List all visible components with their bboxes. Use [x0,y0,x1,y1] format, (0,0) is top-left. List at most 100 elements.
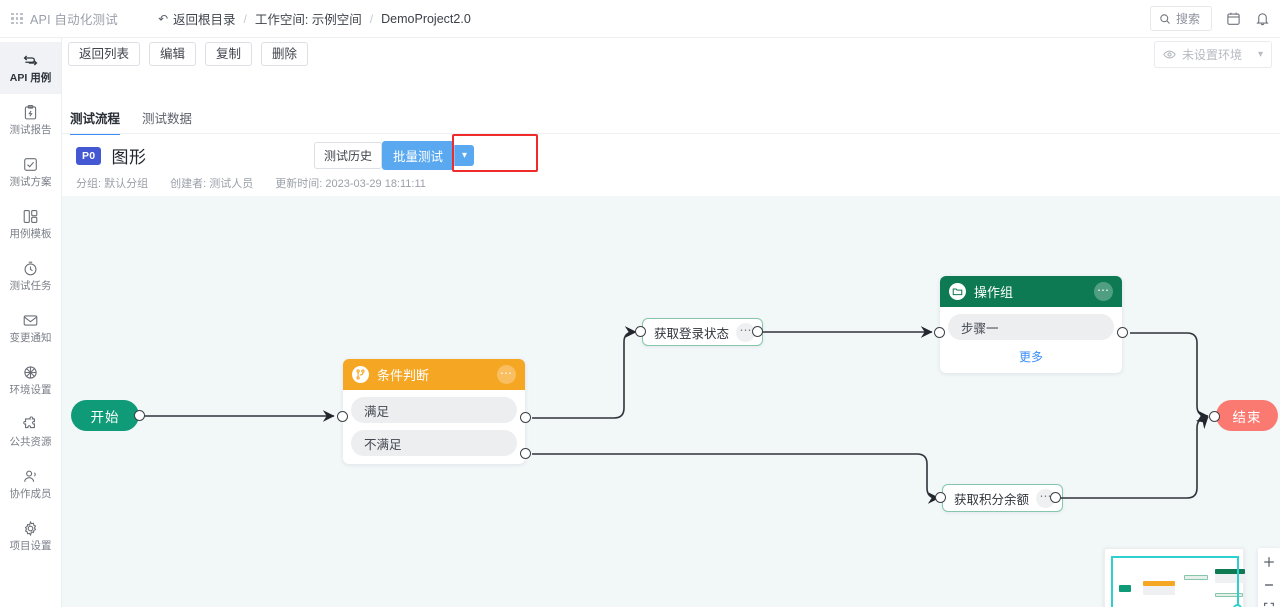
condition-branches: 满足 不满足 [343,390,525,464]
search-icon [1159,13,1171,25]
fit-screen-icon[interactable] [1262,601,1276,607]
operation-group-header: 操作组 ⋯ [940,276,1122,307]
start-output-port[interactable] [134,410,145,421]
bell-icon[interactable] [1255,11,1270,26]
condition-branch-satisfied[interactable]: 满足 [351,397,517,423]
start-node-label: 开始 [71,400,139,431]
breadcrumb-project[interactable]: DemoProject2.0 [381,11,471,26]
folder-icon [949,283,966,300]
sidebar-item-api-cases[interactable]: API 用例 [0,42,61,94]
case-title-row: P0 图形 测试历史 批量测试 ▾ [68,141,482,171]
breadcrumb: ↷ 返回根目录 / 工作空间: 示例空间 / DemoProject2.0 [158,9,471,28]
api-node-label: 获取登录状态 [654,326,730,341]
flow-node-start[interactable]: 开始 [71,400,139,431]
sidebar-item-case-template[interactable]: 用例模板 [0,198,61,250]
back-to-root-link[interactable]: ↷ 返回根目录 [158,9,236,28]
condition-node-title: 条件判断 [377,368,430,383]
environment-selector[interactable]: 未设置环境 ▾ [1154,40,1272,68]
zoom-in-icon[interactable] [1262,555,1276,569]
calendar-icon[interactable] [1226,11,1241,26]
grid-icon[interactable] [11,12,23,25]
operation-group-body: 步骤一 更多 [940,307,1122,373]
operation-group-more-link[interactable]: 更多 [1018,350,1043,364]
minimap-node-condition-body [1143,586,1175,595]
flow-canvas[interactable]: 开始 条件判断 ⋯ 满足 不满足 [62,196,1280,607]
sidebar-item-label: 公共资源 [9,435,52,448]
edit-button[interactable]: 编辑 [149,41,197,67]
tab-test-flow[interactable]: 测试流程 [70,108,121,135]
clipboard-report-icon [22,104,39,121]
flow-node-end[interactable]: 结束 [1216,400,1278,431]
eye-icon [1163,48,1176,61]
sidebar-item-project-settings[interactable]: 项目设置 [0,510,61,562]
breadcrumb-separator: / [243,11,247,26]
minimap-node-operation-body [1215,574,1245,583]
search-label: 搜索 [1175,12,1200,26]
sidebar-item-collaborators[interactable]: 协作成员 [0,458,61,510]
copy-button[interactable]: 复制 [205,41,253,67]
sidebar-item-label: 项目设置 [9,539,52,552]
ellipsis-icon[interactable]: ⋯ [497,365,516,384]
chevron-down-icon: ▾ [1257,48,1263,60]
tab-test-data[interactable]: 测试数据 [142,112,193,126]
ellipsis-icon[interactable]: ⋯ [736,322,756,342]
delete-button[interactable]: 删除 [261,41,309,67]
flow-node-operation-group[interactable]: 操作组 ⋯ 步骤一 更多 [940,276,1122,373]
condition-input-port[interactable] [337,411,348,422]
operation-group-title: 操作组 [974,285,1014,300]
stopwatch-icon [22,260,39,277]
minimap-node-condition [1143,581,1175,586]
sidebar-item-label: 测试方案 [9,175,52,188]
ellipsis-icon[interactable]: ⋯ [1094,282,1113,301]
app-name: API 自动化测试 [30,13,118,27]
sidebar-item-test-plan[interactable]: 测试方案 [0,146,61,198]
environment-value: 未设置环境 [1182,47,1243,62]
breadcrumb-workspace[interactable]: 工作空间: 示例空间 [254,13,362,27]
sidebar-item-test-task[interactable]: 测试任务 [0,250,61,302]
back-to-root-label: 返回根目录 [172,13,236,27]
puzzle-icon [22,416,39,433]
breadcrumb-separator: / [369,11,374,26]
work-area: 返回列表 编辑 复制 删除 未设置环境 ▾ 测试流程 测试数据 P0 图形 [62,38,1280,607]
back-arrow-icon: ↷ [157,11,168,26]
end-input-port[interactable] [1209,411,1220,422]
case-actions: 测试历史 批量测试 ▾ [313,141,474,170]
checklist-icon [22,156,39,173]
zoom-controls [1258,548,1280,607]
sidebar-item-label: API 用例 [9,71,52,84]
batch-test-dropdown-button[interactable]: ▾ [453,145,474,166]
condition-branch-unsatisfied[interactable]: 不满足 [351,430,517,456]
test-history-button[interactable]: 测试历史 [313,142,382,169]
operation-group-output-port[interactable] [1117,327,1128,338]
get-login-status-output-port[interactable] [752,326,763,337]
minimap-viewport[interactable] [1111,556,1242,607]
case-meta: 分组: 默认分组 创建者: 测试人员 更新时间: 2023-03-29 18:1… [68,175,482,191]
sidebar-item-change-notice[interactable]: 变更通知 [0,302,61,354]
zoom-out-icon[interactable] [1262,578,1276,592]
get-points-balance-output-port[interactable] [1050,492,1061,503]
operation-step-row[interactable]: 步骤一 [948,314,1114,340]
sidebar-item-test-report[interactable]: 测试报告 [0,94,61,146]
minimap-resize-handle[interactable] [1233,604,1242,607]
api-flow-icon [22,52,39,69]
sidebar-item-label: 协作成员 [9,487,52,500]
minimap[interactable] [1104,548,1245,607]
search-input[interactable]: 搜索 [1149,6,1212,31]
get-login-status-input-port[interactable] [635,326,646,337]
flow-node-condition-group[interactable]: 条件判断 ⋯ 满足 不满足 [343,359,525,464]
get-points-balance-input-port[interactable] [935,492,946,503]
sidebar-item-public-resources[interactable]: 公共资源 [0,406,61,458]
tab-bar: 测试流程 测试数据 [70,108,192,135]
tab-divider [62,133,1280,134]
batch-test-button[interactable]: 批量测试 [381,141,454,170]
operation-group-input-port[interactable] [934,327,945,338]
flow-edges [141,326,1209,504]
condition-satisfied-output-port[interactable] [520,412,531,423]
action-toolbar: 返回列表 编辑 复制 删除 未设置环境 ▾ [62,38,1280,70]
minimap-node-api-1 [1184,575,1208,580]
minimap-node-operation-group [1215,569,1245,574]
back-to-list-button[interactable]: 返回列表 [68,41,141,67]
condition-unsatisfied-output-port[interactable] [520,448,531,459]
sidebar-item-env-settings[interactable]: 环境设置 [0,354,61,406]
flow-node-get-login-status[interactable]: 获取登录状态 ⋯ [642,318,764,346]
